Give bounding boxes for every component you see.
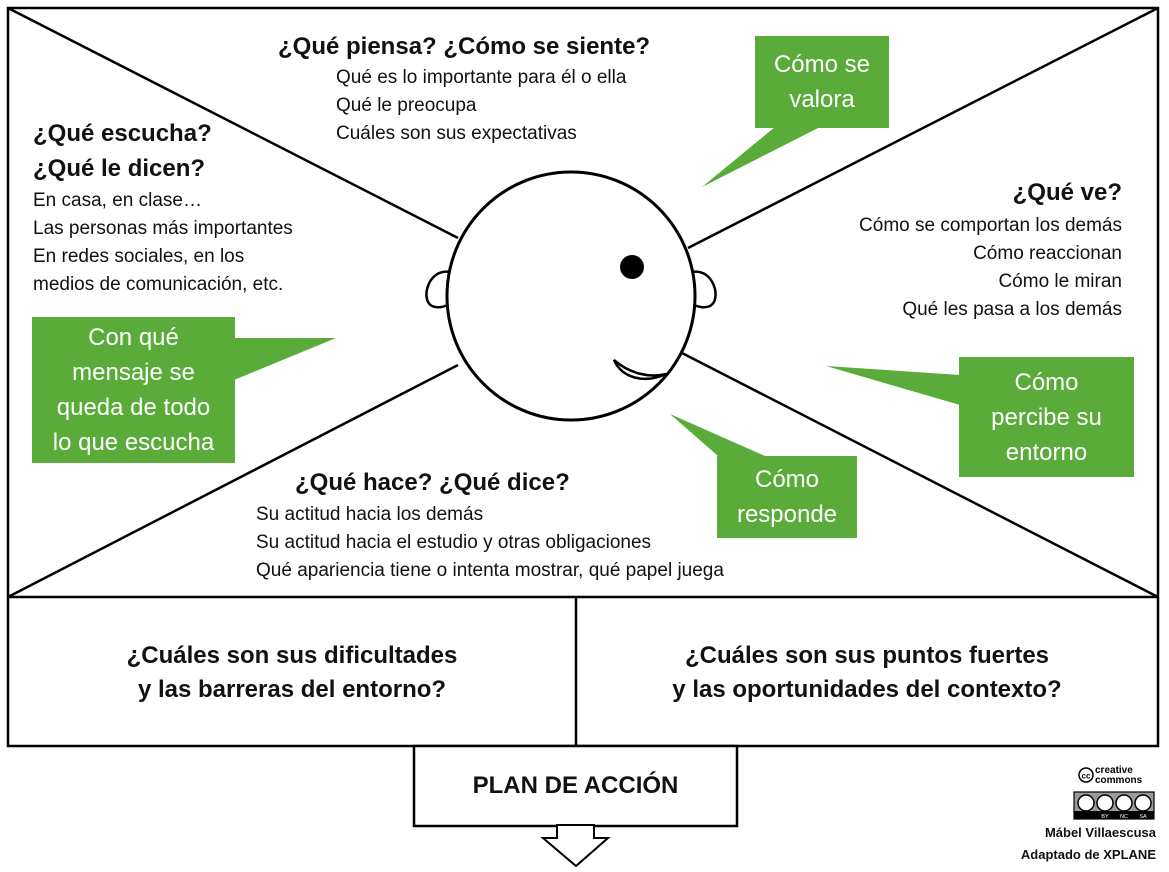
creative-commons-logo: cc creative commons BY NC SA <box>1073 765 1155 820</box>
bubble-bottom: Cómo responde <box>717 456 857 538</box>
left-title-1: ¿Qué escucha? <box>33 120 212 147</box>
difficulties-line-2: y las barreras del entorno? <box>137 676 447 703</box>
left-line-4: medios de comunicación, etc. <box>33 274 284 295</box>
left-line-2: Las personas más importantes <box>33 218 293 239</box>
left-ear <box>425 270 451 309</box>
down-arrow-icon <box>540 824 611 868</box>
left-title-2: ¿Qué le dicen? <box>33 155 206 182</box>
bubble-right-line-3: entorno <box>1005 438 1088 466</box>
bubble-right-line-2: percibe su <box>991 403 1102 431</box>
top-line-3: Cuáles son sus expectativas <box>336 123 577 144</box>
bubble-bg-bottom <box>717 456 857 538</box>
bottom-line-3: Qué apariencia tiene o intenta mostrar, … <box>256 560 724 581</box>
bubble-left: Con qué mensaje se queda de todo lo que … <box>32 317 235 463</box>
bubble-tail-top <box>702 127 820 187</box>
svg-text:NC: NC <box>1120 814 1128 820</box>
diagonal-bottom-right <box>679 350 1159 599</box>
panel-strengths: ¿Cuáles son sus puntos fuertes y las opo… <box>578 639 1156 707</box>
svg-text:cc: cc <box>1082 772 1091 781</box>
bubble-bottom-line-1: Cómo <box>754 466 820 493</box>
diagonal-top-right <box>687 6 1159 250</box>
top-line-1: Qué es lo importante para él o ella <box>336 67 627 88</box>
bubble-left-line-3: queda de todo <box>56 394 211 421</box>
bottom-title: ¿Qué hace? ¿Qué dice? <box>295 469 570 496</box>
svg-text:BY: BY <box>1101 814 1109 820</box>
bubble-right: Cómo percibe su entorno <box>959 357 1134 477</box>
strengths-line-1: ¿Cuáles son sus puntos fuertes <box>684 642 1050 669</box>
bubble-left-line-4: lo que escucha <box>52 429 215 456</box>
difficulties-line-1: ¿Cuáles son sus dificultades <box>126 642 458 669</box>
bubble-tail-left <box>234 338 336 380</box>
right-ear <box>691 270 717 309</box>
action-box <box>412 744 739 828</box>
bubble-right-line-1: Cómo <box>1014 368 1079 396</box>
panel-difficulties: ¿Cuáles son sus dificultades y las barre… <box>10 639 574 707</box>
bubble-bg-left <box>32 317 235 463</box>
right-line-4: Qué les pasa a los demás <box>902 299 1122 320</box>
bottom-line-1: Su actitud hacia los demás <box>256 504 484 525</box>
strengths-line-2: y las oportunidades del contexto? <box>672 676 1062 703</box>
left-line-1: En casa, en clase… <box>33 190 202 211</box>
svg-text:SA: SA <box>1139 814 1147 820</box>
right-line-3: Cómo le miran <box>998 271 1122 292</box>
diagonal-bottom-left <box>7 363 459 599</box>
svg-text:commons: commons <box>1095 775 1143 786</box>
bubble-tail-right <box>826 366 960 405</box>
left-line-3: En redes sociales, en los <box>33 246 245 267</box>
right-line-1: Cómo se comportan los demás <box>859 215 1122 236</box>
bubble-bg-right <box>959 357 1134 477</box>
bubble-top-line-1: Cómo se <box>773 51 871 78</box>
bubble-left-line-1: Con qué <box>88 324 179 351</box>
adapted-credit: Adaptado de XPLANE <box>1020 847 1156 862</box>
face <box>445 170 697 422</box>
svg-text:creative: creative <box>1095 765 1133 776</box>
author-credit: Mábel Villaescusa <box>1044 825 1156 840</box>
action-label: PLAN DE ACCIÓN <box>472 772 679 799</box>
head-icon <box>425 170 717 422</box>
bubble-bottom-line-2: responde <box>736 501 838 528</box>
right-line-2: Cómo reaccionan <box>973 243 1122 264</box>
smile <box>612 359 667 381</box>
bubble-tail-bottom <box>670 414 765 456</box>
bubble-left-line-2: mensaje se <box>72 359 195 386</box>
right-title: ¿Qué ve? <box>1012 179 1122 206</box>
bubble-top-line-2: valora <box>789 86 855 113</box>
top-title: ¿Qué piensa? ¿Cómo se siente? <box>278 33 651 60</box>
diagonal-top-left <box>7 6 459 240</box>
bubble-top: Cómo se valora <box>755 36 889 128</box>
bubble-bg-top <box>755 36 889 128</box>
eye <box>620 255 644 279</box>
top-line-2: Qué le preocupa <box>336 95 477 116</box>
bottom-line-2: Su actitud hacia el estudio y otras obli… <box>256 532 652 553</box>
